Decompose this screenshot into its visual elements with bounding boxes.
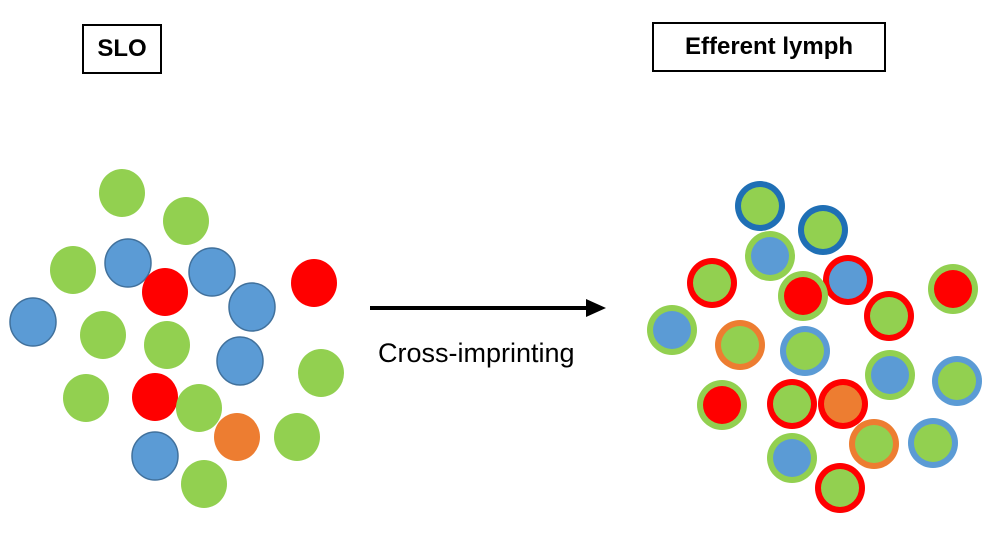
cell-core: [938, 362, 976, 400]
cell-core: [870, 297, 908, 335]
cell-core: [821, 469, 859, 507]
cell-core: [773, 385, 811, 423]
efferent-cell-green-with-red-ring: [864, 291, 914, 341]
slo-cell-green: [298, 349, 344, 397]
slo-cell-blue: [104, 238, 152, 288]
efferent-cell-green-with-red-ring: [815, 463, 865, 513]
slo-cell-green: [80, 311, 126, 359]
efferent-cell-green-with-orange-ring: [849, 419, 899, 469]
slo-cell-green: [274, 413, 320, 461]
slo-cell-blue: [9, 297, 57, 347]
slo-cell-red: [291, 259, 337, 307]
slo-cell-red: [142, 268, 188, 316]
efferent-cell-blue-with-green-ring: [767, 433, 817, 483]
arrow-head: [586, 299, 606, 317]
cell-core: [653, 311, 691, 349]
cell-core: [751, 237, 789, 275]
cell-core: [741, 187, 779, 225]
efferent-cell-blue-with-green-ring: [865, 350, 915, 400]
efferent-cell-green-with-orange-ring: [715, 320, 765, 370]
slo-cell-green: [63, 374, 109, 422]
slo-label: SLO: [82, 24, 162, 74]
cell-core: [693, 264, 731, 302]
cell-core: [914, 424, 952, 462]
cell-core: [829, 261, 867, 299]
process-label: Cross-imprinting: [378, 338, 575, 368]
slo-cell-green: [99, 169, 145, 217]
slo-cell-blue: [188, 247, 236, 297]
efferent-cell-red-with-green-ring: [928, 264, 978, 314]
cell-core: [703, 386, 741, 424]
efferent-cell-green-with-blue-ring: [932, 356, 982, 406]
efferent-cell-green-with-red-ring: [687, 258, 737, 308]
slo-cell-green: [144, 321, 190, 369]
efferent-cell-blue-with-green-ring: [647, 305, 697, 355]
cell-core: [871, 356, 909, 394]
cell-core: [786, 332, 824, 370]
slo-cell-green: [163, 197, 209, 245]
efferent-lymph-label: Efferent lymph: [652, 22, 886, 72]
cell-core: [824, 385, 862, 423]
slo-cell-blue: [131, 431, 179, 481]
slo-cell-orange: [214, 413, 260, 461]
efferent-cell-red-with-green-ring: [697, 380, 747, 430]
cell-core: [804, 211, 842, 249]
slo-cell-blue: [216, 336, 264, 386]
cell-core: [721, 326, 759, 364]
slo-cell-green: [181, 460, 227, 508]
efferent-cell-green-with-blue-ring: [780, 326, 830, 376]
efferent-cell-blue-with-red-ring: [823, 255, 873, 305]
efferent-cell-blue-with-green-ring: [745, 231, 795, 281]
efferent-cell-green-with-dark_blue-ring: [735, 181, 785, 231]
cell-core: [773, 439, 811, 477]
cell-core: [784, 277, 822, 315]
slo-cell-cluster: [9, 169, 344, 508]
efferent-cell-green-with-red-ring: [767, 379, 817, 429]
slo-cell-blue: [228, 282, 276, 332]
efferent-cell-cluster: [647, 181, 982, 513]
cell-core: [934, 270, 972, 308]
cell-core: [855, 425, 893, 463]
slo-cell-green: [50, 246, 96, 294]
slo-cell-green: [176, 384, 222, 432]
efferent-cell-red-with-green-ring: [778, 271, 828, 321]
efferent-cell-green-with-dark_blue-ring: [798, 205, 848, 255]
efferent-cell-orange-with-red-ring: [818, 379, 868, 429]
slo-cell-red: [132, 373, 178, 421]
efferent-cell-green-with-blue-ring: [908, 418, 958, 468]
